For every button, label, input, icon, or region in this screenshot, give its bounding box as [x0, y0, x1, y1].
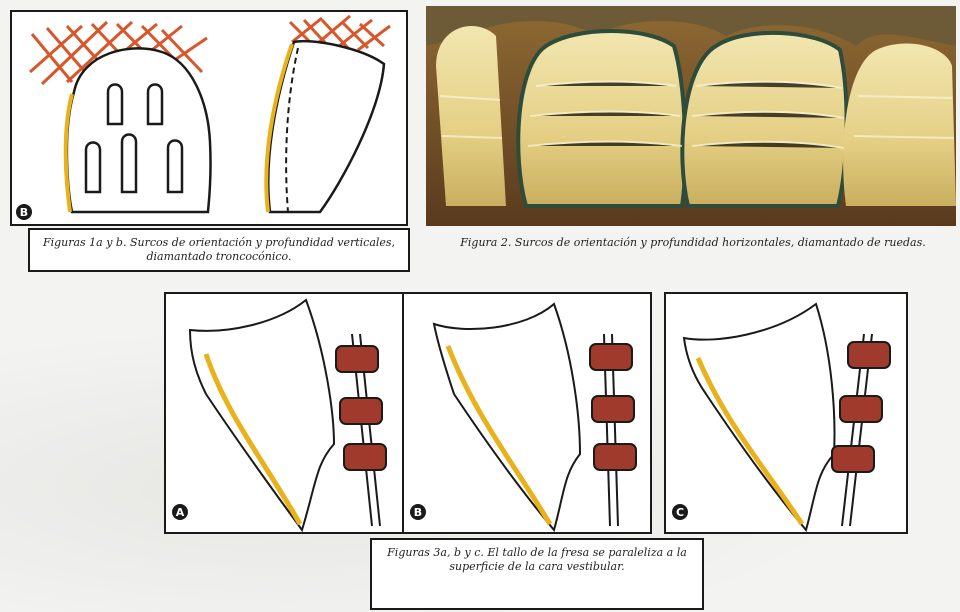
front-tooth-outline: [67, 48, 211, 212]
tooth-section: [190, 300, 334, 530]
teeth-photo-svg: [426, 6, 956, 226]
badge-letter: B: [414, 506, 422, 519]
tooth-section: [684, 304, 834, 530]
bur-wheels: [590, 344, 636, 470]
tooth-central-2: [682, 33, 846, 206]
figure-3-caption: Figuras 3a, b y c. El tallo de la fresa …: [370, 538, 704, 610]
figure-3c-svg: C: [666, 294, 906, 532]
tooth-right: [843, 43, 956, 206]
figure-3b-panel: B: [402, 292, 652, 534]
figure-3b-svg: B: [404, 294, 650, 532]
badge-letter: C: [676, 506, 684, 519]
tooth-central-1: [518, 31, 685, 206]
tooth-left: [436, 26, 506, 206]
tooth-section: [434, 304, 580, 530]
bur-wheels: [832, 342, 890, 472]
figure-1-caption: Figuras 1a y b. Surcos de orientación y …: [28, 228, 410, 272]
bur-wheels: [336, 346, 386, 470]
figure-3a-svg: A: [166, 294, 406, 532]
figure-2-caption: Figura 2. Surcos de orientación y profun…: [430, 230, 956, 256]
figure-2-photo: [426, 6, 956, 226]
badge-letter: A: [176, 506, 185, 519]
figure-3c-panel: C: [664, 292, 908, 534]
badge-letter: B: [20, 206, 28, 219]
figure-1-svg: B: [12, 12, 406, 224]
figure-3a-panel: A: [164, 292, 408, 534]
figure-1-drawing: B: [10, 10, 408, 226]
